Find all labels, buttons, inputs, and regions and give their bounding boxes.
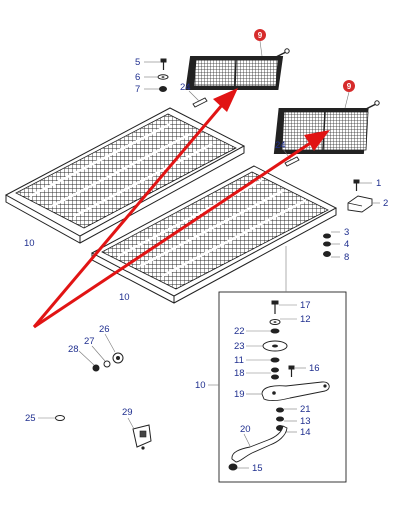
callout-19: 19 <box>234 389 245 400</box>
nut-8 <box>323 251 340 258</box>
fitting-26 <box>104 333 124 364</box>
callout-29: 29 <box>122 407 133 418</box>
callout-14: 14 <box>300 427 311 438</box>
callout-13: 13 <box>300 416 311 427</box>
washer-22 <box>246 328 280 334</box>
bolt-5 <box>144 58 167 70</box>
strip-24-upper <box>188 90 208 108</box>
callout-10-detail: 10 <box>195 380 206 391</box>
screen-handle <box>359 100 380 113</box>
lever-19 <box>246 381 330 401</box>
callout-25: 25 <box>25 413 36 424</box>
washer-13 <box>276 416 297 422</box>
link-20 <box>231 425 288 463</box>
callout-28: 28 <box>68 344 79 355</box>
washer-12 <box>269 318 297 325</box>
svg-text:9: 9 <box>347 82 352 91</box>
left-sieve-frame <box>4 107 246 244</box>
clamp-29 <box>127 417 152 450</box>
callout-12: 12 <box>300 314 311 325</box>
callout-6: 6 <box>135 72 140 83</box>
bolt-16 <box>288 365 306 377</box>
badge-upper-screen: 9 <box>254 29 266 57</box>
callout-15: 15 <box>252 463 263 474</box>
washer-3 <box>323 231 340 239</box>
callout-5: 5 <box>135 57 140 68</box>
callout-8: 8 <box>344 252 349 263</box>
callout-18: 18 <box>234 368 245 379</box>
callout-10-left: 10 <box>24 238 35 249</box>
bushing-23 <box>246 340 288 352</box>
callout-17: 17 <box>300 300 311 311</box>
red-arrow-upper <box>32 88 238 328</box>
bracket-2 <box>347 195 380 213</box>
washer-6 <box>144 74 169 80</box>
callout-10-front: 10 <box>119 292 130 303</box>
callout-4: 4 <box>344 239 349 250</box>
washer-4 <box>323 241 340 247</box>
callout-1: 1 <box>376 178 381 189</box>
red-arrow-lower <box>33 130 330 329</box>
svg-text:9: 9 <box>258 31 263 40</box>
callout-24-lower: 24 <box>275 140 286 151</box>
callout-20: 20 <box>240 424 251 435</box>
washers-18 <box>246 367 279 380</box>
upper-sieve-screen <box>185 48 290 90</box>
callout-23: 23 <box>234 341 245 352</box>
nut-15 <box>228 463 249 471</box>
callout-27: 27 <box>84 336 95 347</box>
callout-26: 26 <box>99 324 110 335</box>
nut-7 <box>144 86 167 92</box>
plug-25 <box>38 415 65 421</box>
washer-21 <box>276 407 297 413</box>
washer-27 <box>91 345 111 368</box>
callout-24-upper: 24 <box>180 82 191 93</box>
callout-11: 11 <box>234 355 244 366</box>
callout-22: 22 <box>234 326 245 337</box>
callout-3: 3 <box>344 227 349 238</box>
badge-lower-screen: 9 <box>343 80 355 109</box>
nut-28 <box>78 350 100 372</box>
callout-21: 21 <box>300 404 311 415</box>
callout-2: 2 <box>383 198 388 209</box>
callout-7: 7 <box>135 84 140 95</box>
washer-11 <box>246 357 280 363</box>
detail-box <box>208 246 347 483</box>
callout-16: 16 <box>309 363 320 374</box>
bolt-1 <box>353 179 372 191</box>
lower-sieve-screen <box>273 100 380 154</box>
bolt-17 <box>271 300 297 314</box>
screen-handle <box>269 48 290 61</box>
